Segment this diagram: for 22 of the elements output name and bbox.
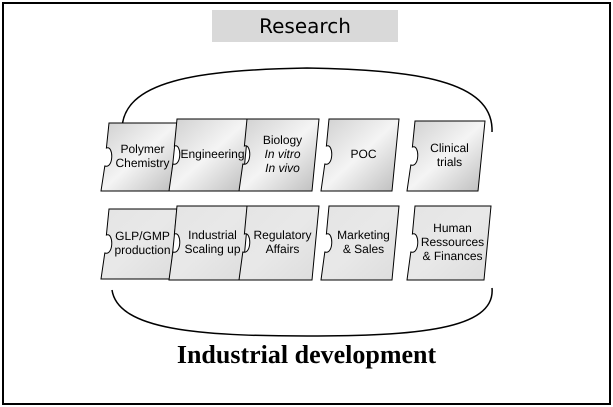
puzzle-piece <box>238 205 320 281</box>
piece-label: Regulatory Affairs <box>253 229 312 257</box>
piece-label: In vivo <box>265 162 300 176</box>
piece-label: Polymer Chemistry <box>115 143 170 171</box>
piece-label: In vitro <box>264 148 300 162</box>
footer-title: Industrial development <box>176 340 436 370</box>
heading-text: Research <box>259 14 351 38</box>
puzzle-piece <box>406 120 486 192</box>
piece-label: Industrial Scaling up <box>183 229 242 257</box>
piece-label: POC <box>350 148 376 162</box>
puzzle-piece <box>320 118 400 192</box>
piece-label: Biology <box>262 134 302 148</box>
piece-label: Engineering <box>180 148 245 162</box>
puzzle-piece <box>100 208 178 280</box>
piece-label: Human Ressources & Finances <box>420 222 484 264</box>
piece-label: GLP/GMP production <box>114 230 171 258</box>
puzzle-piece <box>406 205 492 281</box>
piece-label: Clinical trials <box>429 142 470 170</box>
heading-band <box>212 10 398 42</box>
puzzle-piece <box>320 205 400 281</box>
puzzle-piece <box>100 122 178 192</box>
piece-label: Marketing & Sales <box>336 229 391 257</box>
